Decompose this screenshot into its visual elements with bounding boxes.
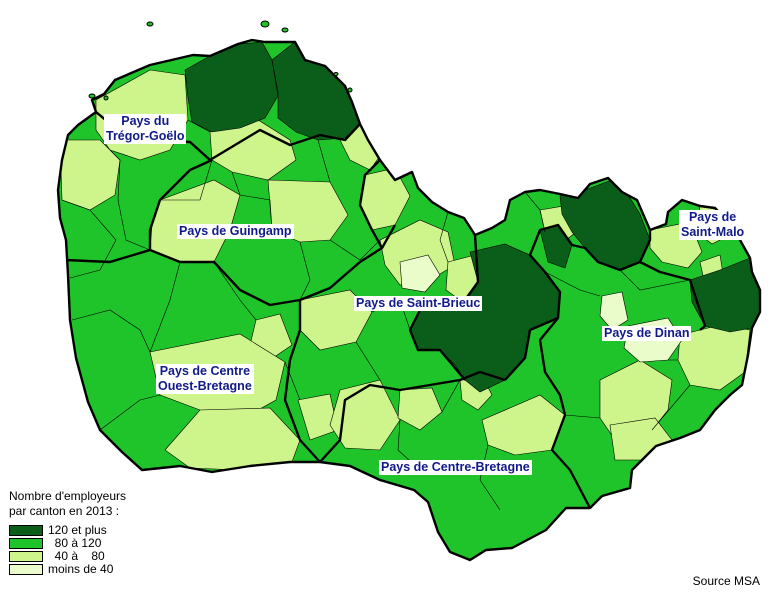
legend-swatch-80-120	[9, 538, 43, 549]
legend-item-80-120: 80 à 120	[9, 537, 126, 550]
legend-item-120-plus: 120 et plus	[9, 524, 126, 537]
legend-swatch-40-80	[9, 551, 43, 562]
label-pays-saint-malo: Pays de Saint-Malo	[679, 210, 747, 240]
cantons-120-plus	[184, 41, 760, 393]
legend-title: Nombre d'employeurs par canton en 2013 :	[9, 489, 127, 518]
legend-item-40-80: 40 à 80	[9, 550, 126, 563]
coastal-islands	[88, 20, 353, 101]
legend-item-moins-40: moins de 40	[9, 563, 126, 576]
map-legend: Nombre d'employeurs par canton en 2013 :…	[9, 489, 126, 576]
legend-label: 40 à 80	[48, 549, 105, 563]
legend-swatch-120-plus	[9, 525, 43, 536]
source-note: Source MSA	[692, 574, 760, 588]
label-pays-centre-ouest-bretagne: Pays de Centre Ouest-Bretagne	[156, 364, 254, 394]
legend-label: moins de 40	[48, 562, 114, 576]
label-pays-saint-brieuc: Pays de Saint-Brieuc	[354, 296, 483, 311]
label-pays-centre-bretagne: Pays de Centre-Bretagne	[379, 460, 532, 475]
legend-label: 80 à 120	[48, 536, 102, 550]
label-pays-tregor-goelo: Pays du Trégor-Goëlo	[104, 114, 187, 144]
legend-swatch-moins-40	[9, 564, 43, 575]
label-pays-guingamp: Pays de Guingamp	[177, 224, 294, 239]
label-pays-dinan: Pays de Dinan	[602, 326, 692, 341]
legend-label: 120 et plus	[48, 523, 107, 537]
canton-boundaries	[61, 119, 691, 511]
